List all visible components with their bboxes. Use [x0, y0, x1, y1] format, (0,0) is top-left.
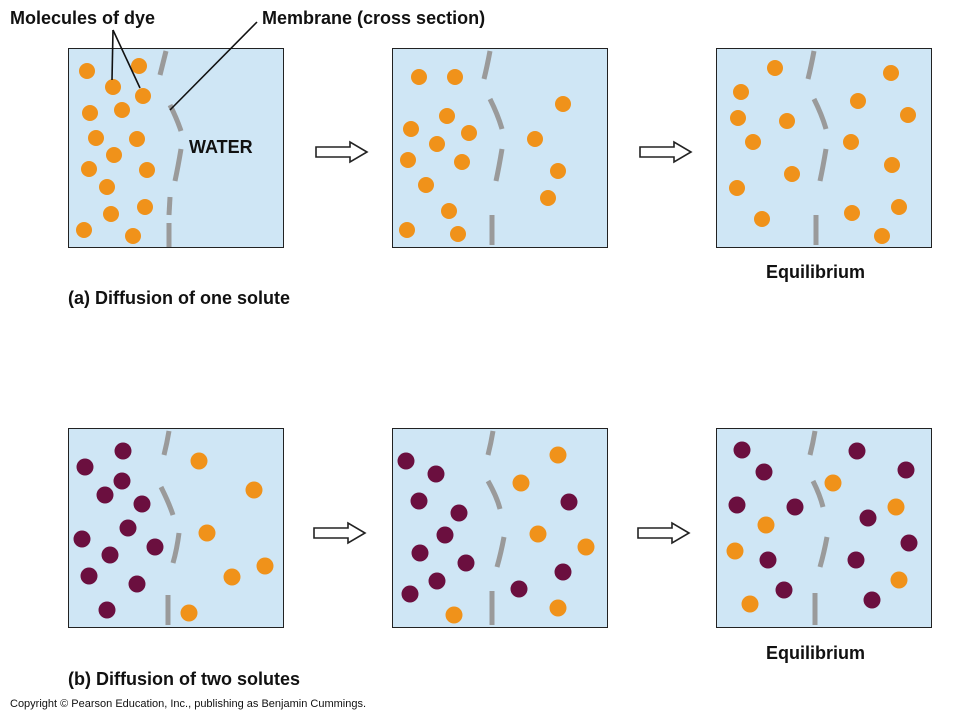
arrow-right-icon [313, 521, 367, 545]
orange-molecules [445, 446, 595, 624]
arrow-right-icon [315, 140, 369, 164]
caption-a-letter: (a) [68, 288, 90, 308]
orange-molecules [76, 58, 155, 244]
membrane [805, 50, 829, 245]
panel-a1: WATER [68, 48, 284, 248]
water-label: WATER [189, 137, 253, 157]
membrane [157, 50, 184, 247]
membrane-label: Membrane (cross section) [262, 8, 486, 28]
caption-b-letter: (b) [68, 669, 91, 689]
membrane [481, 50, 505, 245]
panel-a3 [716, 48, 932, 248]
panel-b3 [716, 428, 932, 628]
purple-molecules [73, 442, 164, 619]
membrane [158, 430, 182, 625]
caption-a: (a) Diffusion of one solute [68, 288, 290, 309]
copyright-text: Copyright © Pearson Education, Inc., pub… [10, 698, 367, 710]
caption-b: (b) Diffusion of two solutes [68, 669, 300, 690]
orange-molecules [399, 69, 571, 242]
equilibrium-label-b: Equilibrium [766, 643, 865, 663]
molecules-of-dye-label: Molecules of dye [10, 8, 156, 28]
panel-b1 [68, 428, 284, 628]
orange-molecules [726, 474, 908, 613]
caption-a-text: Diffusion of one solute [95, 288, 291, 308]
panel-b2 [392, 428, 608, 628]
purple-molecules [728, 441, 918, 609]
membrane [485, 430, 507, 625]
equilibrium-label-a: Equilibrium [766, 262, 865, 282]
purple-molecules [397, 452, 578, 603]
panel-a2 [392, 48, 608, 248]
arrow-right-icon [637, 521, 691, 545]
arrow-right-icon [639, 140, 693, 164]
orange-molecules [729, 60, 916, 244]
orange-molecules [180, 452, 274, 622]
caption-b-text: Diffusion of two solutes [96, 669, 300, 689]
membrane [807, 430, 830, 625]
